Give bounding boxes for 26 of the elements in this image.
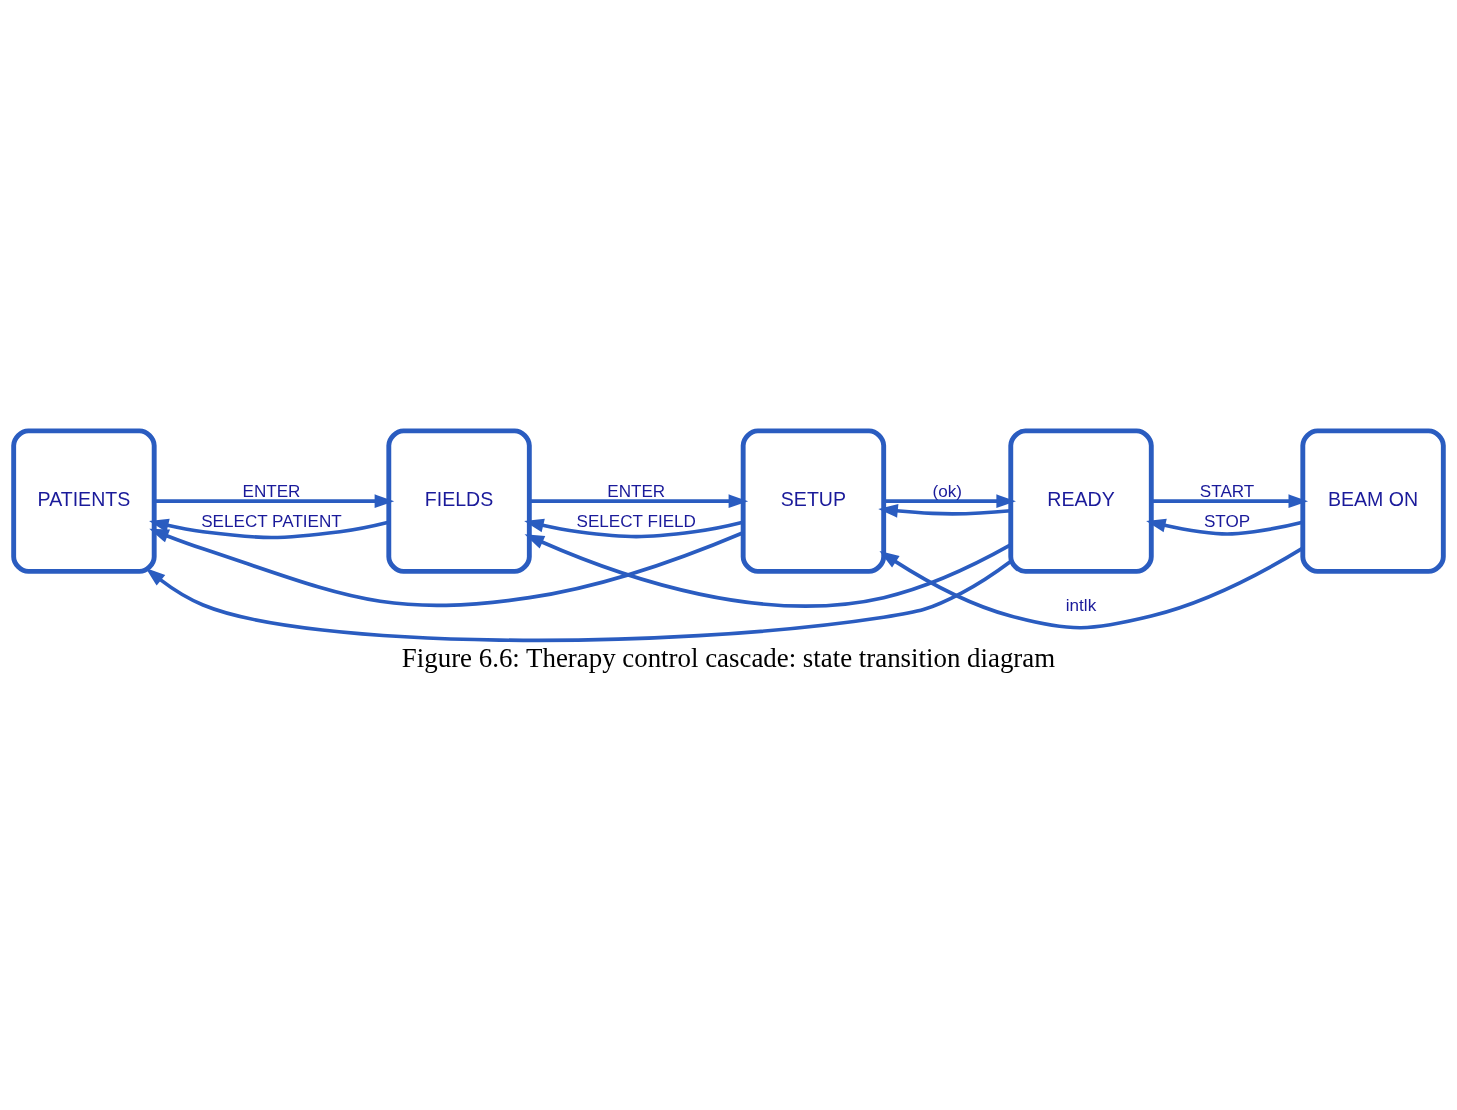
node-box: BEAM ON bbox=[1300, 427, 1446, 574]
node-box: READY bbox=[1008, 427, 1154, 574]
arrow bbox=[524, 533, 1012, 608]
arrow bbox=[878, 503, 1011, 518]
arrow bbox=[529, 493, 749, 508]
arrow bbox=[1151, 493, 1309, 508]
edge-label: SELECT FIELD bbox=[576, 511, 696, 531]
edge-label: (ok) bbox=[932, 481, 962, 501]
arrow bbox=[149, 518, 390, 539]
arrow bbox=[149, 528, 744, 607]
arrow bbox=[1146, 518, 1304, 536]
edge-label: ENTER bbox=[607, 481, 666, 501]
edge-label: ENTER bbox=[242, 481, 301, 501]
arrow bbox=[883, 493, 1016, 508]
arrow bbox=[145, 559, 1012, 642]
edge-label: SELECT PATIENT bbox=[201, 511, 342, 531]
edge-label: STOP bbox=[1203, 511, 1251, 531]
edge-label: intlk bbox=[1065, 595, 1097, 615]
arrow bbox=[524, 518, 744, 538]
arrow bbox=[879, 546, 1304, 629]
caption: Figure 6.6: Therapy control cascade: state transition diagram bbox=[401, 642, 1056, 673]
arrow bbox=[154, 493, 395, 508]
node-box: PATIENTS bbox=[11, 427, 157, 574]
node-box: SETUP bbox=[740, 427, 887, 574]
edge-label: START bbox=[1199, 481, 1255, 501]
node-box: FIELDS bbox=[386, 427, 532, 574]
